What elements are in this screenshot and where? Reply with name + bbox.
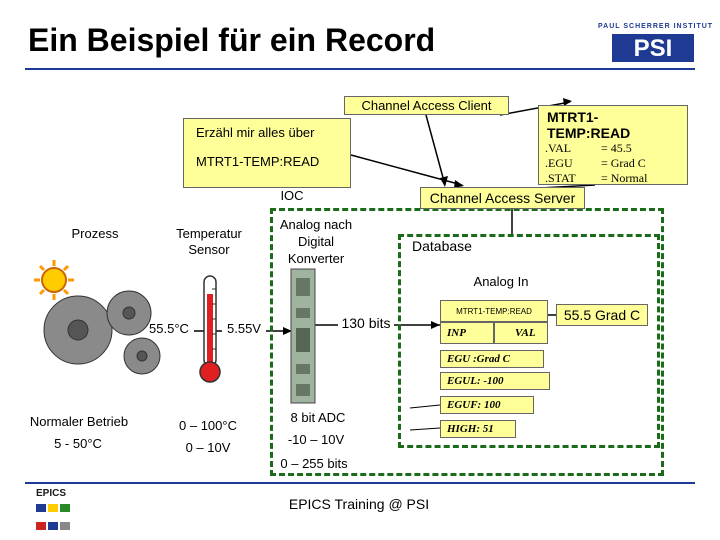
inp-field: INP <box>440 322 494 344</box>
record-info-box: MTRT1-TEMP:READ .VAL = 45.5 .EGU = Grad … <box>538 105 688 185</box>
request-line-2: MTRT1-TEMP:READ <box>196 154 320 169</box>
sensor-volt-range: 0 – 10V <box>185 440 231 455</box>
adc-label: 8 bit ADC <box>290 410 346 425</box>
gear-icon <box>43 290 161 375</box>
record-info-row: .STAT = Normal <box>545 171 681 186</box>
footer-text: EPICS Training @ PSI <box>288 496 430 512</box>
epics-logo: EPICS <box>36 488 86 530</box>
adc-bits-range: 0 – 255 bits <box>280 456 348 471</box>
egul-field: EGUL: -100 <box>440 372 550 390</box>
epics-logo-squares <box>36 517 86 535</box>
institute-name: PAUL SCHERRER INSTITUT <box>598 23 714 30</box>
client-request-box: Erzähl mir alles über MTRT1-TEMP:READ <box>183 118 351 188</box>
record-info-title: MTRT1-TEMP:READ <box>547 109 631 141</box>
bits-value: 130 bits <box>341 315 391 331</box>
val-field: VAL <box>494 322 548 344</box>
psi-logo-letters: PSI <box>634 35 673 62</box>
display-value-box: 55.5 Grad C <box>556 304 648 326</box>
temperature-value: 55.5°C <box>149 321 189 336</box>
eguf-field: EGUF: 100 <box>440 396 534 414</box>
converter-label: Analog nach Digital Konverter <box>279 217 353 266</box>
field-value: = Normal <box>601 171 648 185</box>
ioc-label: IOC <box>280 188 304 203</box>
adc-board-icon <box>290 268 316 404</box>
sun-icon <box>34 260 74 300</box>
record-info-row: .EGU = Grad C <box>545 156 681 171</box>
epics-logo-text: EPICS <box>36 488 67 499</box>
request-line-1: Erzähl mir alles über <box>196 125 315 140</box>
field-key: .EGU <box>545 156 573 170</box>
record-info-row: .VAL = 45.5 <box>545 141 681 156</box>
adc-volt-range: -10 – 10V <box>287 432 345 447</box>
sensor-temp-range: 0 – 100°C <box>179 418 237 433</box>
sensor-label: Temperatur Sensor <box>176 226 242 257</box>
psi-logo-icon: PSI <box>612 34 694 62</box>
footer-divider <box>25 482 695 484</box>
channel-access-client-box: Channel Access Client <box>344 96 509 115</box>
slide-title: Ein Beispiel für ein Record <box>28 22 436 58</box>
field-value: = Grad C <box>601 156 646 170</box>
voltage-value: 5.55V <box>227 321 261 336</box>
normal-range: 5 - 50°C <box>54 436 102 451</box>
record-type-label: Analog In <box>473 274 529 289</box>
normal-operation-label: Normaler Betrieb <box>29 414 129 429</box>
database-frame <box>398 234 660 448</box>
high-field: HIGH: 51 <box>440 420 516 438</box>
egu-field: EGU :Grad C <box>440 350 544 368</box>
database-label: Database <box>412 238 472 254</box>
epics-logo-squares <box>36 499 86 517</box>
title-divider <box>25 68 695 70</box>
process-gears-icon <box>34 260 161 375</box>
ioc-frame <box>270 208 664 476</box>
channel-access-server-box: Channel Access Server <box>420 187 585 209</box>
field-key: .STAT <box>545 171 576 185</box>
field-key: .VAL <box>545 141 572 155</box>
process-label: Prozess <box>71 226 119 241</box>
field-value: = 45.5 <box>601 141 632 155</box>
record-name-box: MTRT1-TEMP:READ <box>440 300 548 322</box>
thermometer-icon <box>199 275 221 383</box>
